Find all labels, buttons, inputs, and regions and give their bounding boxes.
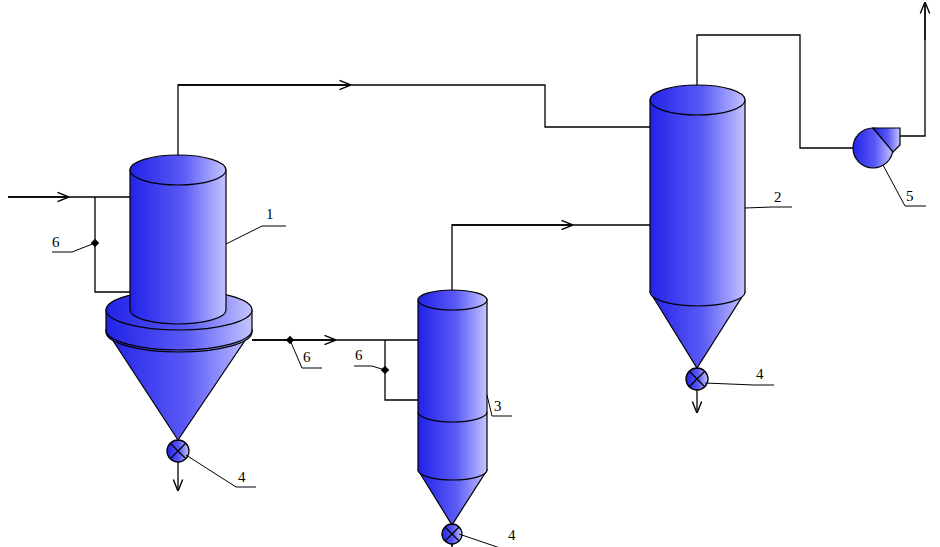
fan-5 (853, 128, 900, 168)
callout-number: 1 (266, 207, 274, 222)
callout-number: 6 (52, 235, 60, 250)
callout-number: 4 (508, 528, 516, 543)
callout-number: 5 (906, 189, 914, 204)
filter-2 (650, 85, 745, 368)
pipelines (8, 3, 925, 547)
flap-valves (91, 239, 389, 374)
leader-lines (52, 165, 926, 547)
callout-number: 6 (355, 348, 363, 363)
callout-number: 4 (238, 470, 246, 485)
callout-number: 4 (756, 367, 764, 382)
callout-number: 6 (303, 350, 311, 365)
callout-number: 3 (494, 399, 502, 414)
rotary-valves (167, 368, 708, 544)
cyclone-3 (418, 290, 487, 525)
cyclone-1 (106, 155, 252, 440)
callout-number: 2 (774, 190, 782, 205)
